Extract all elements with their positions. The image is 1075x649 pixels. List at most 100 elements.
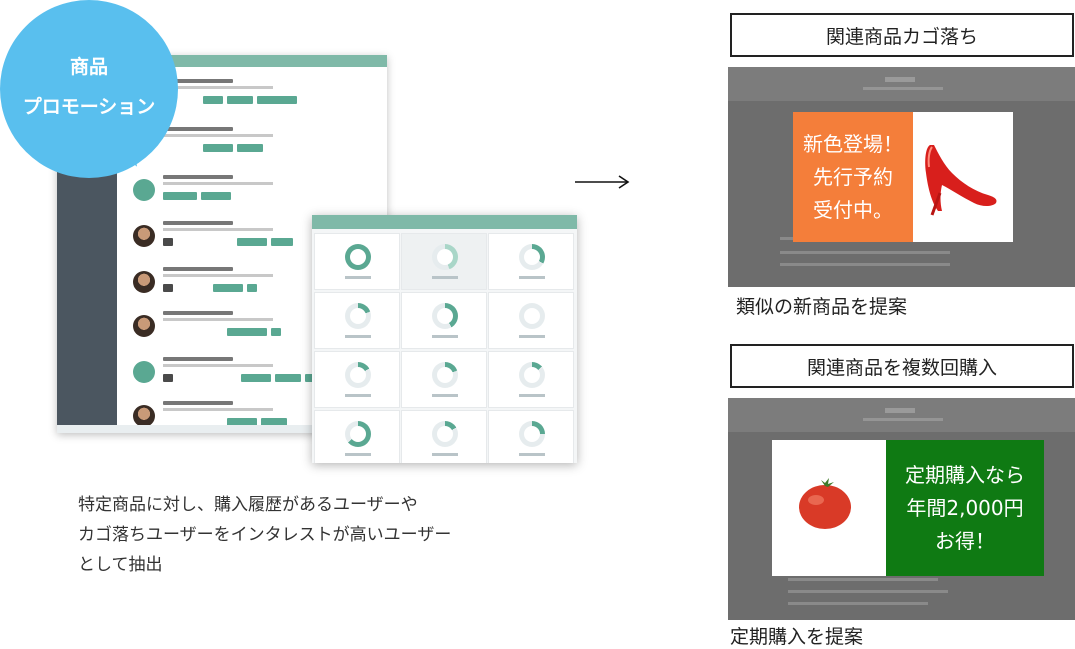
description-line: 特定商品に対し、購入履歴があるユーザーや	[78, 495, 418, 515]
user-row	[117, 257, 387, 301]
tag-pill	[257, 96, 297, 104]
user-name-placeholder	[163, 221, 233, 225]
tag-pill	[227, 328, 267, 336]
donut-chart	[519, 421, 545, 447]
tag-pill	[163, 374, 173, 382]
user-row	[117, 165, 387, 209]
tag-pill	[213, 284, 243, 292]
donut-chart-card	[314, 410, 400, 463]
site-text-line	[788, 602, 928, 605]
tag-pill	[203, 96, 223, 104]
donut-chart	[432, 362, 458, 388]
avatar	[133, 405, 155, 427]
donut-chart	[345, 244, 371, 270]
donut-chart-card	[488, 292, 574, 349]
badge-line: 新色登場！	[803, 131, 903, 156]
avatar	[133, 225, 155, 247]
donut-chart	[432, 303, 458, 329]
user-meta-placeholder	[163, 134, 273, 137]
user-name-placeholder	[163, 311, 233, 315]
donut-chart-card	[314, 292, 400, 349]
tag-pill	[271, 238, 293, 246]
description: 特定商品に対し、購入履歴があるユーザーや カゴ落ちユーザーをインタレストが高いユ…	[78, 490, 638, 580]
panel2-header: 関連商品を複数回購入	[730, 344, 1074, 388]
panel1-site-screenshot: 新色登場！ 先行予約 受付中。	[728, 67, 1075, 287]
user-meta-placeholder	[163, 318, 273, 321]
right-arrow-icon	[575, 175, 630, 189]
tag-pill	[241, 374, 271, 382]
tag-pill	[201, 192, 231, 200]
user-meta-placeholder	[163, 364, 273, 367]
user-meta-placeholder	[163, 408, 273, 411]
panel2-site-screenshot: 定期購入なら 年間2,000円 お得！	[728, 398, 1075, 620]
donut-chart-card	[401, 351, 487, 408]
panel1-header: 関連商品カゴ落ち	[730, 13, 1074, 57]
tag-pill	[163, 284, 173, 292]
user-name-placeholder	[163, 357, 233, 361]
tag-pill	[227, 96, 253, 104]
site-text-line	[780, 263, 950, 266]
site-header	[728, 67, 1075, 101]
avatar	[133, 271, 155, 293]
donut-chart	[519, 362, 545, 388]
donut-chart-card	[314, 233, 400, 290]
donut-chart	[345, 362, 371, 388]
badge-line: お得！	[935, 528, 995, 553]
user-name-placeholder	[163, 267, 233, 271]
dashboard-screenshot	[312, 215, 577, 463]
promo-badge: 定期購入なら 年間2,000円 お得！	[886, 440, 1044, 576]
tag-pill	[271, 328, 281, 336]
bubble-subtitle: プロモーション	[22, 96, 156, 118]
tag-pill	[203, 144, 233, 152]
description-line: カゴ落ちユーザーをインタレストが高いユーザー	[78, 525, 452, 545]
user-name-placeholder	[163, 175, 233, 179]
site-header	[728, 398, 1075, 432]
avatar	[133, 315, 155, 337]
donut-chart	[432, 421, 458, 447]
badge-line: 定期購入なら	[905, 462, 1025, 487]
tag-pill	[237, 144, 263, 152]
promotion-bubble	[0, 0, 178, 178]
tag-pill	[247, 284, 257, 292]
site-text-line	[788, 590, 948, 593]
avatar	[133, 361, 155, 383]
description-line: として抽出	[78, 555, 163, 575]
user-name-placeholder	[163, 79, 233, 83]
user-row	[117, 301, 387, 345]
tag-pill	[227, 418, 257, 426]
user-row	[117, 391, 387, 433]
donut-chart-card	[488, 410, 574, 463]
tomato-icon	[799, 478, 851, 529]
user-meta-placeholder	[163, 86, 273, 89]
donut-chart-card	[401, 292, 487, 349]
promo-badge: 新色登場！ 先行予約 受付中。	[793, 112, 913, 242]
user-meta-placeholder	[163, 274, 273, 277]
donut-chart-card	[314, 351, 400, 408]
panel2-caption: 定期購入を提案	[730, 626, 864, 648]
tag-pill	[275, 374, 301, 382]
tag-pill	[261, 418, 287, 426]
site-logo	[885, 77, 915, 82]
user-row	[117, 211, 387, 255]
dashboard-topbar	[312, 215, 577, 229]
donut-chart	[345, 303, 371, 329]
user-name-placeholder	[163, 127, 233, 131]
site-nav	[863, 87, 943, 90]
badge-line: 年間2,000円	[906, 495, 1024, 520]
donut-chart	[345, 421, 371, 447]
donut-chart-card	[401, 233, 487, 290]
user-list-topbar	[117, 55, 387, 67]
status-bar	[57, 425, 387, 433]
tag-pill	[163, 192, 197, 200]
site-logo	[885, 408, 915, 413]
donut-chart-card	[401, 410, 487, 463]
red-high-heel-icon	[925, 145, 997, 216]
badge-line: 受付中。	[813, 197, 893, 222]
panel1-caption: 類似の新商品を提案	[736, 296, 908, 318]
site-text-line	[788, 578, 938, 581]
tag-pill	[163, 238, 173, 246]
site-text-line	[780, 251, 950, 254]
user-name-placeholder	[163, 401, 233, 405]
tag-pill	[237, 238, 267, 246]
site-nav	[863, 418, 943, 421]
